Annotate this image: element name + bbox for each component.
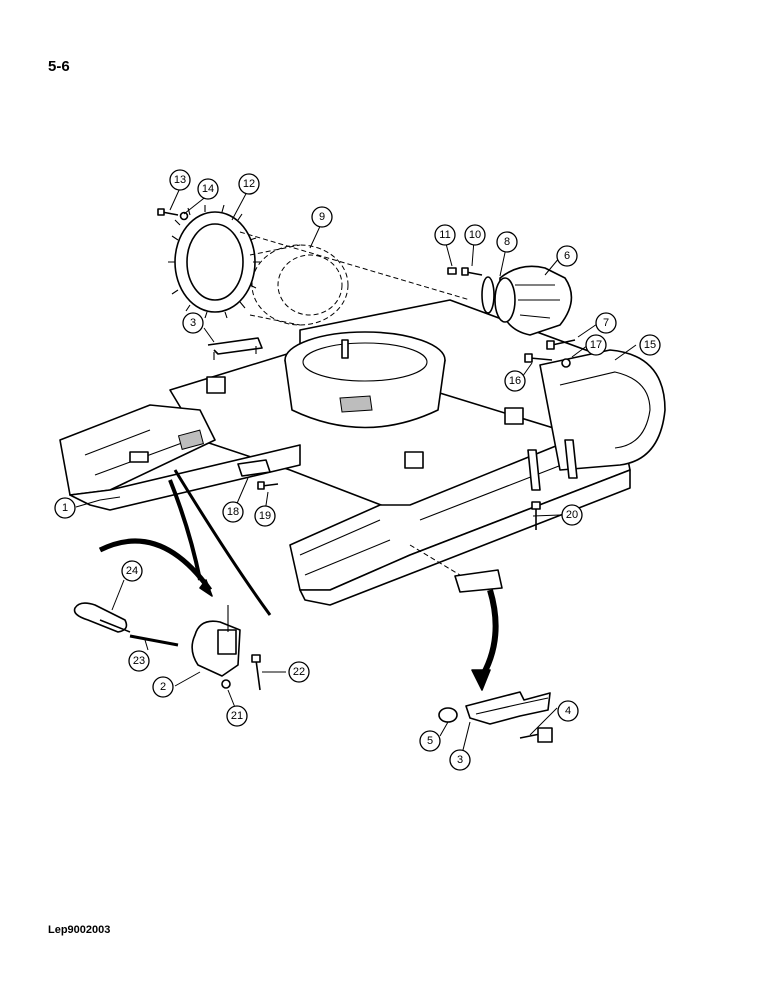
callout-23: 23 [128, 650, 150, 672]
callout-24: 24 [121, 560, 143, 582]
callout-9-label: 9 [319, 211, 325, 223]
callout-2: 2 [152, 676, 174, 698]
track-guide-detail [73, 469, 272, 691]
fasteners [157, 208, 576, 530]
callout-21-label: 21 [231, 710, 243, 722]
callout-16-label: 16 [509, 375, 521, 387]
callout-11: 11 [434, 224, 456, 246]
callout-20-label: 20 [566, 509, 578, 521]
callout-7-label: 7 [603, 317, 609, 329]
page-number: 5-6 [48, 58, 70, 75]
callout-2-label: 2 [160, 681, 166, 693]
callout-13-label: 13 [174, 174, 186, 186]
callout-5: 5 [419, 730, 441, 752]
callout-4-label: 4 [565, 705, 571, 717]
bracket-detail [438, 589, 553, 743]
callout-14: 14 [197, 178, 219, 200]
callout-1: 1 [54, 497, 76, 519]
callout-3-upper: 3 [182, 312, 204, 334]
callout-6: 6 [556, 245, 578, 267]
hydraulic-motor [481, 265, 573, 336]
guide-bracket-upper [207, 337, 263, 360]
callout-22-label: 22 [293, 666, 305, 678]
callout-23-label: 23 [133, 655, 145, 667]
callout-22: 22 [288, 661, 310, 683]
callout-13: 13 [169, 169, 191, 191]
callout-3-lower-label: 3 [457, 754, 463, 766]
callout-4: 4 [557, 700, 579, 722]
callout-24-label: 24 [126, 565, 138, 577]
guide-bracket-front [409, 544, 503, 593]
drive-sprocket [168, 204, 260, 319]
callout-12: 12 [238, 173, 260, 195]
callout-12-label: 12 [243, 178, 255, 190]
callout-21: 21 [226, 705, 248, 727]
document-code: Lep9002003 [48, 924, 111, 936]
callout-5-label: 5 [427, 735, 433, 747]
callout-17-label: 17 [590, 339, 602, 351]
callout-18: 18 [222, 501, 244, 523]
callout-6-label: 6 [564, 250, 570, 262]
callout-10: 10 [464, 224, 486, 246]
callout-3-upper-label: 3 [190, 317, 196, 329]
callout-11-label: 11 [439, 229, 450, 241]
callout-15-label: 15 [644, 339, 656, 351]
callout-9: 9 [311, 206, 333, 228]
callout-16: 16 [504, 370, 526, 392]
callout-20: 20 [561, 504, 583, 526]
callout-8: 8 [496, 231, 518, 253]
callout-15: 15 [639, 334, 661, 356]
callout-8-label: 8 [504, 236, 510, 248]
callout-18-label: 18 [227, 506, 239, 518]
callout-1-label: 1 [62, 502, 68, 514]
track-frame-assembly [59, 299, 666, 606]
callout-14-label: 14 [202, 183, 214, 195]
callout-19: 19 [254, 505, 276, 527]
callout-19-label: 19 [259, 510, 271, 522]
drive-motor-hidden [239, 231, 471, 326]
callout-7: 7 [595, 312, 617, 334]
callout-17: 17 [585, 334, 607, 356]
callout-10-label: 10 [469, 229, 481, 241]
callout-3-lower: 3 [449, 749, 471, 771]
